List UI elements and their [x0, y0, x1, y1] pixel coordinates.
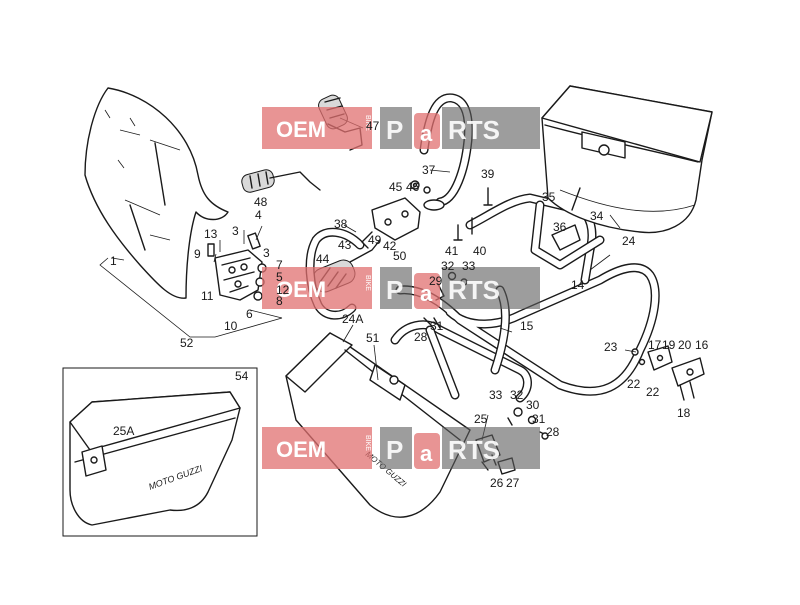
callout: 34	[590, 209, 604, 223]
watermark-oem-text: OEM	[276, 117, 326, 142]
watermark-p-text: P	[386, 115, 403, 145]
callout: 44	[316, 252, 330, 266]
callout: 1	[110, 254, 117, 268]
callout: 47	[366, 119, 380, 133]
callout: 28	[414, 330, 428, 344]
callout: 7	[276, 258, 283, 272]
callout: 49	[368, 233, 382, 247]
callout: 33	[489, 388, 503, 402]
callout: 32	[441, 259, 455, 273]
callout: 25A	[113, 424, 134, 438]
watermark-bike-text: BIKE	[364, 275, 371, 291]
inset-box: MOTO GUZZI	[62, 367, 258, 537]
callout: 42	[383, 239, 397, 253]
watermark-bottom: OEM BIKE P a RTS	[262, 427, 540, 469]
right-pannier-case	[541, 85, 713, 234]
callout: 29	[429, 274, 443, 288]
callout: 18	[677, 406, 691, 420]
windshield-mount-bracket	[207, 232, 267, 301]
callout: 30	[526, 398, 540, 412]
callout: 45	[389, 180, 403, 194]
callout: 41	[445, 244, 459, 258]
callout: 6	[246, 307, 253, 321]
rear-mount-brackets	[647, 345, 705, 401]
callout: 31	[532, 412, 546, 426]
callout: 51	[366, 331, 380, 345]
callout: 28	[546, 425, 560, 439]
callout: 48	[254, 195, 268, 209]
callout: 52	[180, 336, 194, 350]
callout-labels: 1 3 3 4 5 6 7 8 9 10 11 12 13 14 15 16 1…	[110, 119, 709, 490]
callout: 40	[473, 244, 487, 258]
callout: 35	[542, 190, 556, 204]
watermark-a-text: a	[420, 441, 433, 466]
windshield	[84, 87, 229, 299]
callout: 3	[263, 246, 270, 260]
watermark-rts-text: RTS	[448, 435, 500, 465]
watermark-bike-text: BIKE	[364, 115, 371, 131]
watermark-middle: OEM BIKE P a RTS	[262, 267, 540, 309]
watermark-rts-text: RTS	[448, 275, 500, 305]
callout: 33	[462, 259, 476, 273]
callout: 14	[571, 278, 585, 292]
watermark-rts-text: RTS	[448, 115, 500, 145]
callout: 27	[506, 476, 520, 490]
watermark-a-text: a	[420, 121, 433, 146]
watermark-p-text: P	[386, 435, 403, 465]
callout: 4	[255, 208, 262, 222]
callout: 31	[430, 319, 444, 333]
callout: 46	[406, 180, 420, 194]
callout: 16	[695, 338, 709, 352]
watermark-oem-text: OEM	[276, 277, 326, 302]
watermark-p-text: P	[386, 275, 403, 305]
callout: 38	[334, 217, 348, 231]
callout: 19	[662, 338, 676, 352]
watermark-a-text: a	[420, 281, 433, 306]
callout: 13	[204, 227, 218, 241]
watermark-oem-text: OEM	[276, 437, 326, 462]
callout: 20	[678, 338, 692, 352]
callout: 3	[232, 224, 239, 238]
callout: 8	[276, 294, 283, 308]
callout: 22	[646, 385, 660, 399]
callout: 23	[604, 340, 618, 354]
callout: 39	[481, 167, 495, 181]
callout: 9	[194, 247, 201, 261]
callout: 36	[553, 220, 567, 234]
callout: 24A	[342, 312, 363, 326]
callout: 26	[490, 476, 504, 490]
callout: 10	[224, 319, 238, 333]
callout: 25	[474, 412, 488, 426]
callout: 24	[622, 234, 636, 248]
inset-pannier-case: MOTO GUZZI	[69, 391, 241, 526]
callout: 12	[276, 283, 290, 297]
callout: 37	[422, 163, 436, 177]
callout: 5	[276, 270, 283, 284]
callout: 15	[520, 319, 534, 333]
inset-number: 54	[235, 369, 249, 383]
callout: 32	[510, 388, 524, 402]
pannier-side-frame	[390, 263, 660, 403]
callout: 22	[627, 377, 641, 391]
mounting-plate	[361, 197, 421, 249]
callout: 11	[201, 289, 214, 303]
watermark-bike-text: BIKE	[364, 435, 371, 451]
callout: 43	[338, 238, 352, 252]
callout: 17	[648, 338, 662, 352]
callout: 50	[393, 249, 407, 263]
footpeg-rear-left	[241, 169, 321, 193]
watermark-top: OEM BIKE P a RTS	[262, 107, 540, 149]
